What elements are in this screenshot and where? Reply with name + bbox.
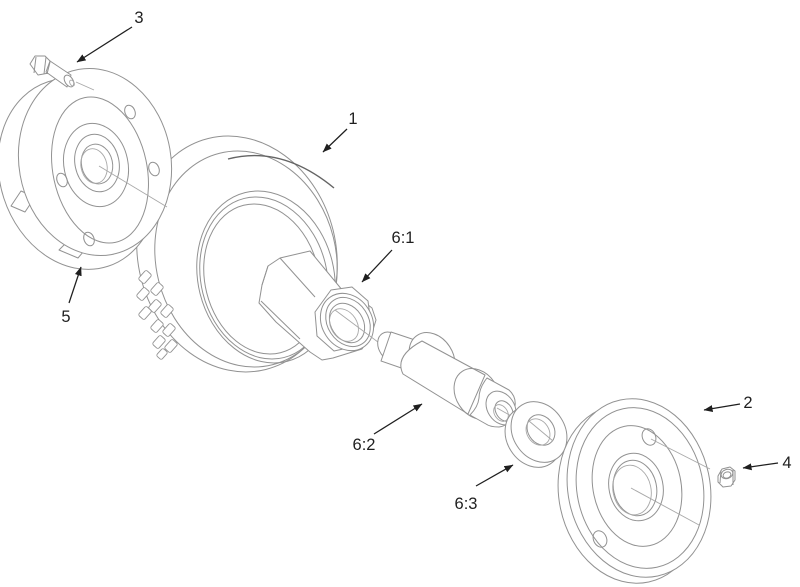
washer-hole-depth <box>525 418 551 446</box>
left-hub-bore-index-line <box>98 165 168 208</box>
tire-bead-ring-outer <box>196 190 336 364</box>
callouts: 3 5 1 6:1 6:2 6:3 2 4 <box>61 9 791 513</box>
tire-shoulder-line <box>154 150 338 368</box>
callout-5-label: 5 <box>61 308 70 326</box>
right-wheel-bore-index-line <box>630 487 700 526</box>
left-hub-bore-depth <box>80 148 108 184</box>
right-wheel-bolt-hole <box>641 428 657 446</box>
nut-bore <box>722 471 732 479</box>
hex-bushing-back-edge <box>261 265 269 286</box>
left-hub-recess <box>51 96 149 244</box>
callout-6-2-label: 6:2 <box>353 436 376 454</box>
spacer-bore-depth <box>493 404 509 422</box>
hex-bushing-bore-depth <box>329 308 359 342</box>
right-wheel-bolt-hole <box>592 530 608 548</box>
tire-crown-arc <box>227 154 335 189</box>
callout-3-label: 3 <box>134 9 143 27</box>
nut-top-face <box>720 468 734 480</box>
bolt-head-facet <box>33 56 37 74</box>
left-hub-flange <box>17 67 173 257</box>
right-wheel-bore-depth <box>612 464 652 516</box>
bolt-head-facet <box>43 56 47 75</box>
bolt <box>29 55 95 91</box>
left-hub-bolt-hole <box>148 161 160 177</box>
callout-1-label: 1 <box>348 110 357 128</box>
callout-6-3-leader <box>475 464 514 487</box>
right-wheel-boss <box>608 452 664 522</box>
callout-1-leader <box>322 128 348 153</box>
hex-bushing-ridge <box>279 257 316 298</box>
bolt-axis-line <box>75 81 95 91</box>
spacer <box>377 331 517 428</box>
hex-bushing-ridge <box>260 300 301 340</box>
bolt-tip <box>69 79 75 87</box>
right-wheel-dish <box>591 425 683 547</box>
callout-6-1-label: 6:1 <box>392 229 415 247</box>
hex-bushing-bore-inner <box>328 302 366 344</box>
left-hub-bore-inner <box>80 143 114 185</box>
nut-facet <box>719 469 722 484</box>
right-wheel-hole-index-line <box>650 438 711 470</box>
callout-5-leader <box>68 266 82 304</box>
tire-bead-ring-middle <box>199 196 329 360</box>
tire-tread-pattern <box>136 270 178 360</box>
washer-hole <box>526 414 556 446</box>
hex-bushing <box>258 250 377 361</box>
right-wheel-bore <box>612 459 658 517</box>
right-wheel-front-lip <box>566 398 712 578</box>
left-hub-bore-outer <box>74 133 120 193</box>
left-hub-bolt-hole <box>83 231 95 247</box>
callout-2-leader <box>703 403 741 413</box>
callout-2-label: 2 <box>743 394 752 412</box>
bolt-head-collar <box>46 61 51 75</box>
washer <box>504 401 568 468</box>
callout-4-label: 4 <box>782 454 791 472</box>
nut <box>717 466 736 488</box>
right-wheel-rim-inner-edge <box>575 407 705 569</box>
spacer-body <box>400 340 486 415</box>
callout-3-leader <box>76 26 133 63</box>
assembly-axis-line <box>528 420 554 442</box>
callout-6-2-leader <box>373 403 423 435</box>
hex-bushing-bore-outer <box>325 297 371 347</box>
left-hub <box>0 67 173 270</box>
left-hub-boss <box>63 122 129 208</box>
right-wheel <box>557 398 712 584</box>
left-hub-bolt-hole <box>56 172 68 188</box>
washer-front-face <box>510 401 568 463</box>
callout-6-1-leader <box>361 249 393 283</box>
callout-4-leader <box>742 462 779 471</box>
callout-6-3-label: 6:3 <box>455 495 478 513</box>
left-hub-bolt-hole <box>124 104 136 120</box>
